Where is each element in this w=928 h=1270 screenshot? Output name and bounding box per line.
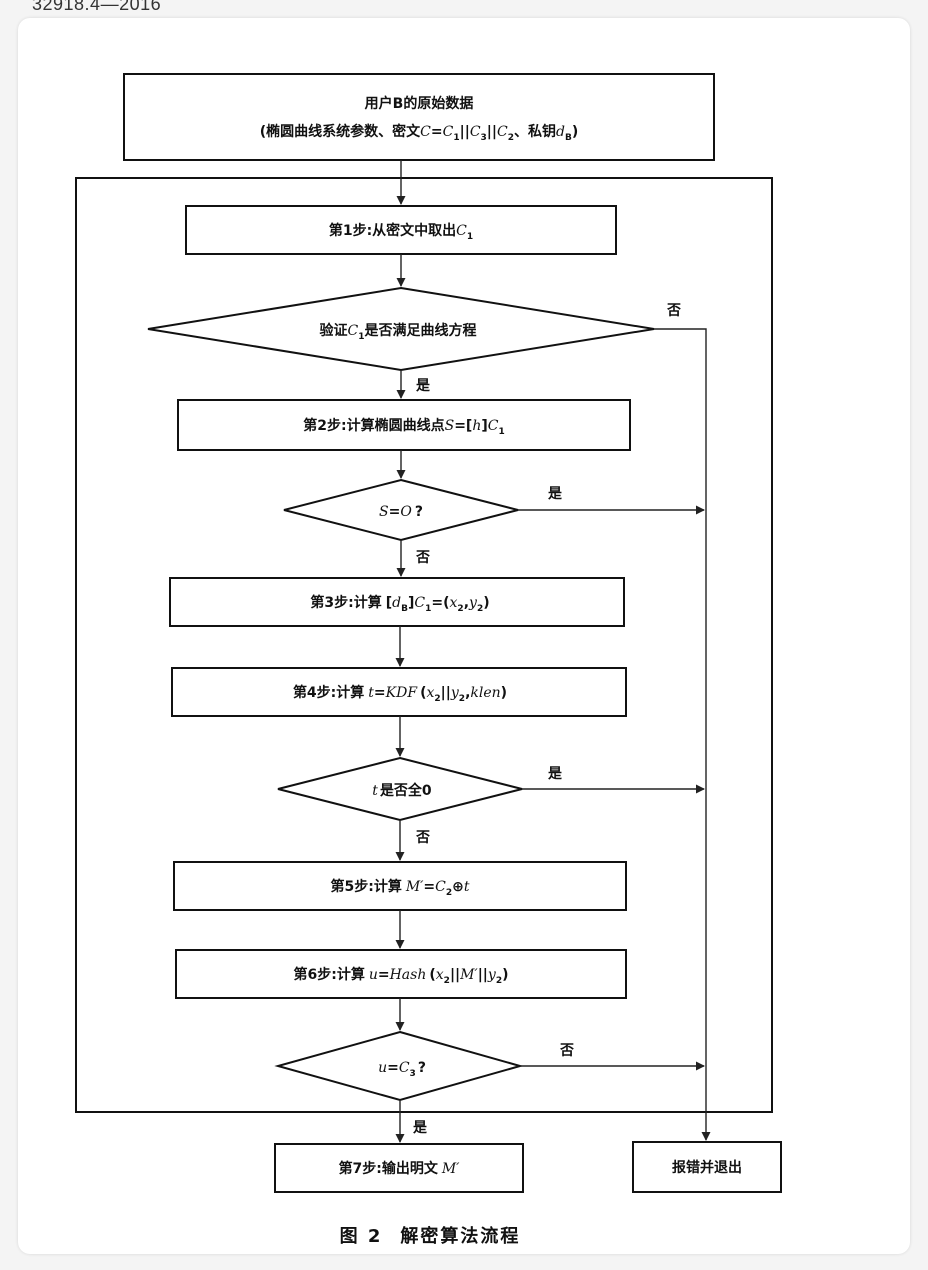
step7-box	[274, 1143, 524, 1193]
t-yes-label: 是	[548, 766, 563, 782]
process-frame	[75, 177, 773, 1113]
edge-verify-error	[654, 328, 711, 1141]
t-no-label: 否	[415, 830, 430, 846]
step2-text: 第2步:计算椭圆曲线点S=[h]C1	[303, 417, 505, 437]
edges	[395, 160, 711, 1143]
check-s-text: S=O?	[379, 504, 423, 520]
document-code: 32918.4—2016	[32, 0, 162, 14]
u-yes-label: 是	[413, 1120, 428, 1136]
input-data-box	[123, 73, 715, 161]
check-u-text: u=C3?	[378, 1060, 426, 1079]
step2-box	[177, 399, 631, 451]
verify-text: 验证C1是否满足曲线方程	[320, 322, 477, 342]
step3-text: 第3步:计算[dB]C1=(x2,y2)	[310, 594, 489, 614]
verify-yes-label: 是	[416, 378, 431, 394]
step5-box	[173, 861, 627, 911]
s-yes-label: 是	[548, 486, 563, 502]
error-text: 报错并退出	[672, 1159, 742, 1176]
input-detail: (椭圆曲线系统参数、密文C=C1||C3||C2、私钥dB)	[260, 123, 579, 143]
step1-text: 第1步:从密文中取出C1	[329, 222, 473, 242]
step6-box	[175, 949, 627, 999]
input-title: 用户B的原始数据	[365, 95, 474, 112]
error-box	[632, 1141, 782, 1193]
s-no-label: 否	[415, 550, 430, 566]
step3-box	[169, 577, 625, 627]
u-no-label: 否	[559, 1043, 574, 1059]
verify-no-label: 否	[666, 303, 681, 319]
step4-box	[171, 667, 627, 717]
